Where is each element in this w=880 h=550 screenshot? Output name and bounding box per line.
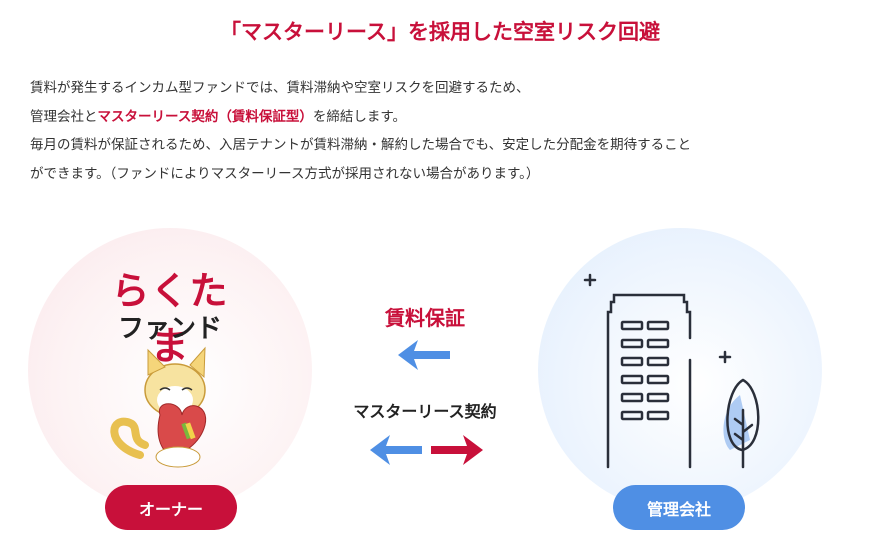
arrow-left-icon xyxy=(398,340,450,370)
description-line: 賃料が発生するインカム型ファンドでは、賃料滞納や空室リスクを回避するため、 xyxy=(30,80,530,96)
rent-guarantee-label: 賃料保証 xyxy=(385,306,465,330)
description-line: 毎月の賃料が保証されるため、入居テナントが賃料滞納・解約した場合でも、安定した分… xyxy=(30,137,692,153)
arrow-right-icon xyxy=(431,435,483,465)
owner-badge: オーナー xyxy=(105,485,237,530)
building-icon xyxy=(583,273,760,469)
manager-badge: 管理会社 xyxy=(613,485,745,530)
cat-mascot-icon xyxy=(110,346,207,468)
text: を締結します。 xyxy=(312,108,406,125)
description-line: ができます。（ファンドによりマスターリース方式が採用されない場合があります。） xyxy=(30,165,540,182)
description: 賃料が発生するインカム型ファンドでは、賃料滞納や空室リスクを回避するため、 管理… xyxy=(30,74,691,188)
master-lease-label: マスターリース契約 xyxy=(353,402,497,421)
manager-circle xyxy=(538,228,822,512)
highlight-text: マスターリース契約（賃料保証型） xyxy=(97,108,313,125)
arrow-left-icon xyxy=(370,435,422,465)
fund-logo-line2: ファンド xyxy=(117,314,222,344)
section-title: 「マスターリース」を採用した空室リスク回避 xyxy=(220,20,660,44)
description-line: 管理会社とマスターリース契約（賃料保証型）を締結します。 xyxy=(30,103,691,132)
text: 管理会社と xyxy=(30,108,98,125)
